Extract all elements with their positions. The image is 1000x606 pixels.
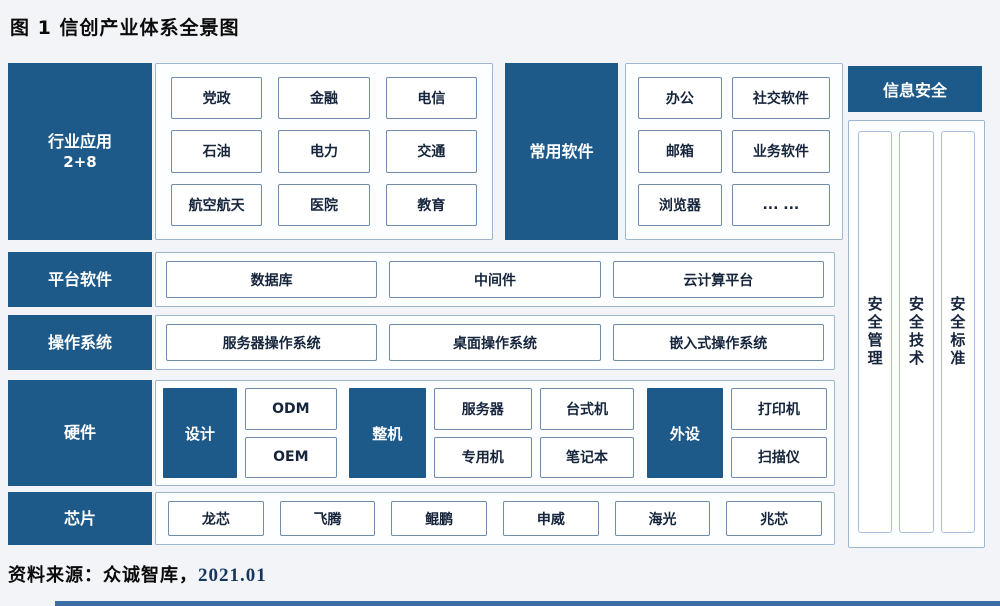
industry-item: 电信: [385, 77, 477, 120]
security-column: 安全技术: [899, 131, 934, 533]
hardware-machine-item: 台式机: [539, 388, 635, 430]
hardware-machine-item: 服务器: [433, 388, 532, 430]
os-row: 服务器操作系统 桌面操作系统 嵌入式操作系统: [156, 316, 834, 369]
industry-item: 教育: [385, 183, 477, 226]
os-item: 桌面操作系统: [389, 324, 601, 361]
hardware-design-items: ODM OEM: [244, 388, 337, 478]
chip-item: 龙芯: [168, 501, 264, 536]
platform-software-panel: 数据库 中间件 云计算平台: [155, 252, 835, 307]
industry-label-line1: 行业应用: [47, 132, 112, 152]
industry-item: 石油: [171, 130, 263, 173]
bottom-accent-bar: [55, 601, 1000, 606]
hardware-peripheral-label: 外设: [647, 388, 723, 478]
industry-item: 医院: [278, 183, 370, 226]
common-software-item: 邮箱: [638, 130, 722, 173]
os-item: 嵌入式操作系统: [612, 324, 824, 361]
platform-software-item: 中间件: [389, 261, 601, 298]
chips-label: 芯片: [8, 492, 152, 545]
chip-item: 兆芯: [726, 501, 823, 536]
industry-applications-label: 行业应用 2+8: [8, 63, 152, 240]
hardware-machine-item: 笔记本: [539, 436, 635, 478]
common-software-grid: 办公 社交软件 邮箱 业务软件 浏览器 ... ...: [626, 64, 842, 239]
common-software-item: 办公: [638, 77, 722, 120]
industry-item: 党政: [171, 77, 263, 120]
chips-label-text: 芯片: [63, 508, 96, 528]
hardware-machine-item: 专用机: [433, 436, 532, 478]
platform-software-item: 数据库: [166, 261, 378, 298]
hardware-label: 硬件: [8, 380, 152, 486]
platform-software-row: 数据库 中间件 云计算平台: [156, 253, 834, 306]
figure-title: 图 1 信创产业体系全景图: [10, 17, 240, 39]
source-date: 2021.01: [198, 565, 267, 586]
security-column: 安全标准: [940, 131, 975, 533]
industry-label-line2: 2+8: [63, 153, 97, 172]
chip-item: 飞腾: [279, 501, 376, 536]
common-software-item: 业务软件: [731, 130, 830, 173]
os-label: 操作系统: [8, 315, 152, 370]
industry-item: 电力: [278, 130, 370, 173]
hardware-peripheral-items: 打印机 扫描仪: [730, 388, 827, 478]
hardware-machine-label: 整机: [349, 388, 426, 478]
chips-panel: 龙芯 飞腾 鲲鹏 申威 海光 兆芯: [155, 492, 835, 545]
industry-item: 航空航天: [171, 183, 263, 226]
platform-software-item: 云计算平台: [612, 261, 824, 298]
information-security-header: 信息安全: [848, 66, 982, 112]
platform-software-label: 平台软件: [8, 252, 152, 307]
hardware-peripheral-item: 打印机: [730, 388, 827, 430]
hardware-panel: 设计 ODM OEM 整机 服务器 专用机 台式机 笔记本 外设 打印机 扫描仪: [155, 380, 835, 486]
hardware-label-text: 硬件: [63, 423, 96, 443]
common-software-item: 社交软件: [731, 77, 830, 120]
security-column: 安全管理: [858, 131, 893, 533]
source-line: 资料来源：众诚智库，2021.01: [8, 561, 267, 587]
hardware-design-item: ODM: [244, 388, 337, 430]
chip-item: 申威: [503, 501, 599, 536]
hardware-peripheral-item: 扫描仪: [730, 436, 827, 478]
os-label-text: 操作系统: [47, 332, 112, 352]
common-software-panel: 办公 社交软件 邮箱 业务软件 浏览器 ... ...: [625, 63, 843, 240]
hardware-row: 设计 ODM OEM 整机 服务器 专用机 台式机 笔记本 外设 打印机 扫描仪: [156, 381, 834, 485]
chip-item: 鲲鹏: [391, 501, 488, 536]
information-security-panel: 安全管理 安全技术 安全标准: [848, 120, 985, 548]
common-software-label-text: 常用软件: [529, 141, 594, 161]
hardware-design-item: OEM: [244, 436, 337, 478]
os-item: 服务器操作系统: [166, 324, 378, 361]
industry-item: 交通: [385, 130, 477, 173]
source-label: 资料来源：众诚智库，: [8, 565, 198, 586]
hardware-design-label: 设计: [163, 388, 237, 478]
common-software-item: 浏览器: [638, 183, 722, 226]
platform-software-label-text: 平台软件: [47, 269, 112, 289]
common-software-item: ... ...: [731, 183, 830, 226]
chip-item: 海光: [614, 501, 711, 536]
industry-item: 金融: [278, 77, 370, 120]
industry-applications-panel: 党政 金融 电信 石油 电力 交通 航空航天 医院 教育: [155, 63, 493, 240]
hardware-machine-items-col2: 台式机 笔记本: [539, 388, 635, 478]
os-panel: 服务器操作系统 桌面操作系统 嵌入式操作系统: [155, 315, 835, 370]
hardware-machine-items-col1: 服务器 专用机: [433, 388, 532, 478]
industry-grid: 党政 金融 电信 石油 电力 交通 航空航天 医院 教育: [156, 64, 492, 239]
common-software-label: 常用软件: [505, 63, 618, 240]
chips-row: 龙芯 飞腾 鲲鹏 申威 海光 兆芯: [156, 493, 834, 544]
